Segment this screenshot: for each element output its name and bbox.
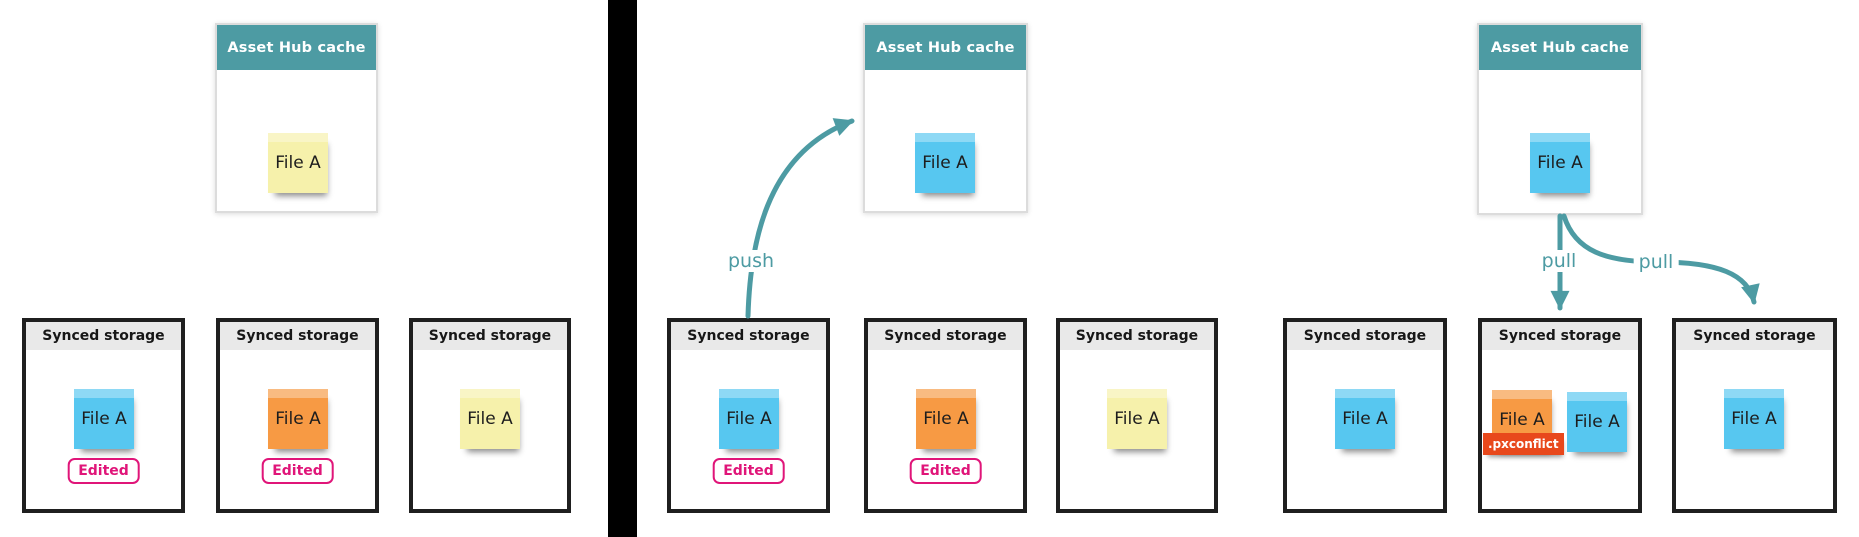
cache-body: File A <box>865 70 1026 211</box>
sticky-note-file-a: File A <box>916 389 976 449</box>
sticky-label: File A <box>275 409 321 429</box>
cache-title: Asset Hub cache <box>865 25 1026 70</box>
synced-storage-box: Synced storage File A Edited <box>864 318 1027 513</box>
synced-storage-box: Synced storage File A <box>1672 318 1837 513</box>
storage-title: Synced storage <box>220 322 375 350</box>
sticky-note-file-a: File A <box>1724 389 1784 449</box>
synced-storage-box: Synced storage File A Edited <box>216 318 379 513</box>
sticky-label: File A <box>726 409 772 429</box>
edited-badge: Edited <box>261 458 334 484</box>
sticky-note-file-a: File A <box>1335 389 1395 449</box>
sticky-label: File A <box>1731 409 1777 429</box>
edited-badge: Edited <box>712 458 785 484</box>
push-arrow <box>745 118 855 319</box>
cache-body: File A <box>217 70 376 211</box>
sticky-note-file-a: File A <box>915 133 975 193</box>
sticky-label: File A <box>81 409 127 429</box>
edited-badge: Edited <box>909 458 982 484</box>
storage-title: Synced storage <box>868 322 1023 350</box>
sticky-note-file-a: File A <box>460 389 520 449</box>
edited-badge: Edited <box>67 458 140 484</box>
synced-storage-box: Synced storage File A <box>409 318 571 513</box>
panel-divider <box>608 0 637 537</box>
storage-title: Synced storage <box>1060 322 1214 350</box>
push-label: push <box>722 250 780 272</box>
sticky-note-file-a: File A <box>1107 389 1167 449</box>
cache-title: Asset Hub cache <box>1479 25 1641 70</box>
sticky-note-file-a: File A <box>74 389 134 449</box>
pull-label: pull <box>1536 250 1582 272</box>
synced-storage-box: Synced storage File A <box>1056 318 1218 513</box>
storage-title: Synced storage <box>413 322 567 350</box>
synced-storage-box: Synced storage File A <box>1283 318 1447 513</box>
sticky-note-file-a: File A <box>268 133 328 193</box>
pull-label: pull <box>1633 251 1679 273</box>
sticky-label: File A <box>922 153 968 173</box>
storage-title: Synced storage <box>671 322 826 350</box>
storage-title: Synced storage <box>1482 322 1638 350</box>
sticky-label: File A <box>1499 410 1545 430</box>
sticky-label: File A <box>1574 412 1620 432</box>
pxconflict-badge: .pxconflict <box>1483 433 1564 455</box>
synced-storage-box-conflict: Synced storage File A .pxconflict File A <box>1478 318 1642 513</box>
sticky-label: File A <box>275 153 321 173</box>
sticky-label: File A <box>1537 153 1583 173</box>
sticky-note-file-a: File A <box>719 389 779 449</box>
sticky-label: File A <box>467 409 513 429</box>
sticky-note-file-a: File A <box>1530 133 1590 193</box>
sticky-note-file-a: File A <box>1567 392 1627 452</box>
asset-hub-cache-box: Asset Hub cache File A <box>1477 23 1643 215</box>
storage-title: Synced storage <box>1287 322 1443 350</box>
storage-title: Synced storage <box>26 322 181 350</box>
sticky-label: File A <box>1342 409 1388 429</box>
sticky-note-file-a: File A <box>268 389 328 449</box>
synced-storage-box: Synced storage File A Edited <box>22 318 185 513</box>
cache-body: File A <box>1479 70 1641 213</box>
sticky-label: File A <box>1114 409 1160 429</box>
asset-hub-cache-box: Asset Hub cache File A <box>215 23 378 213</box>
sticky-label: File A <box>923 409 969 429</box>
asset-hub-cache-box: Asset Hub cache File A <box>863 23 1028 213</box>
synced-storage-box: Synced storage File A Edited <box>667 318 830 513</box>
storage-title: Synced storage <box>1676 322 1833 350</box>
cache-title: Asset Hub cache <box>217 25 376 70</box>
